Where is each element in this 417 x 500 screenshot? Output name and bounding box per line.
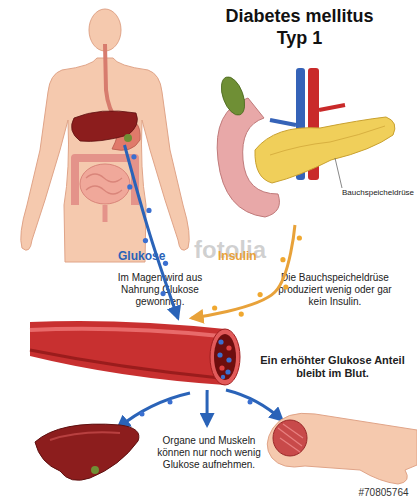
molecule-dot xyxy=(160,291,165,296)
organs-muscles: Organe und Muskeln können nur noch wenig… xyxy=(148,425,270,485)
glucose-arrow xyxy=(206,390,209,425)
edge-label: Insulin xyxy=(218,249,257,263)
molecule-dot xyxy=(146,208,151,213)
human-body-figure xyxy=(21,9,189,262)
callout-text: Ein erhöhter Glukose Anteil bleibt im Bl… xyxy=(255,354,410,380)
molecule-dot xyxy=(131,154,136,159)
organ-label: Bauchspeicheldrüse xyxy=(342,188,417,198)
liver-figure xyxy=(35,424,139,480)
molecule-dot xyxy=(143,238,148,243)
molecule-dot xyxy=(212,305,217,310)
caption-text: Im Magen wird aus Nahrung Glukose gewonn… xyxy=(108,272,212,308)
glucose-arrow xyxy=(226,390,282,420)
molecule-dot xyxy=(258,292,263,297)
caption-text: Die Bauchspeicheldrüse produziert wenig … xyxy=(270,272,400,308)
molecule-dot xyxy=(239,311,244,316)
molecule-dot xyxy=(280,257,285,262)
caption-text: Organe und Muskeln können nur noch wenig… xyxy=(148,435,270,471)
molecule-dot xyxy=(297,235,302,240)
glucose-arrow xyxy=(125,145,178,318)
stock-id: #70805764 xyxy=(350,487,417,499)
insulin-arrow xyxy=(192,225,295,318)
molecule-dot xyxy=(127,184,132,189)
blood-vessel-figure xyxy=(30,321,240,385)
diagram-title: Diabetes mellitus Typ 1 xyxy=(212,6,387,49)
blood-vessel: Ein erhöhter Glukose Anteil bleibt im Bl… xyxy=(30,318,415,390)
human-body: Im Magen wird aus Nahrung Glukose gewonn… xyxy=(40,0,170,145)
molecule-dot xyxy=(283,284,288,289)
pancreas-illustration: BauchspeicheldrüseDie Bauchspeicheldrüse… xyxy=(215,65,410,225)
arm-muscle-figure xyxy=(267,413,417,484)
edge-label: Glukose xyxy=(118,249,165,263)
glucose-arrow xyxy=(118,393,190,428)
